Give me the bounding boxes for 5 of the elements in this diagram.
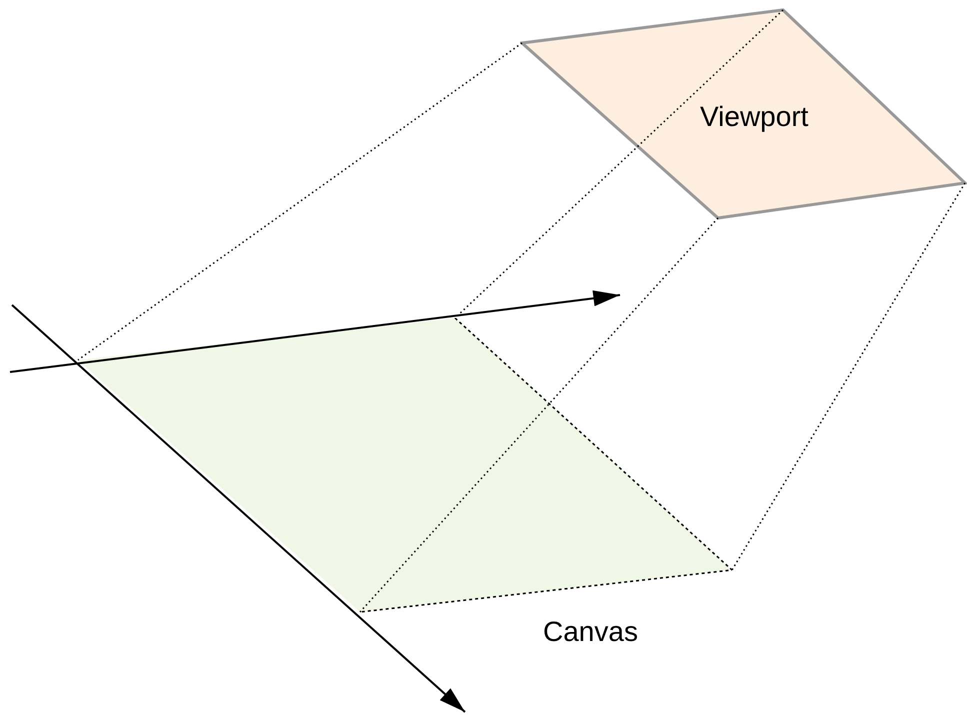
projection-line: [78, 42, 522, 361]
node-label: Viewport: [700, 103, 808, 131]
node-label: Canvas: [543, 618, 638, 646]
projection-line: [359, 218, 719, 612]
projection-line: [731, 182, 966, 570]
